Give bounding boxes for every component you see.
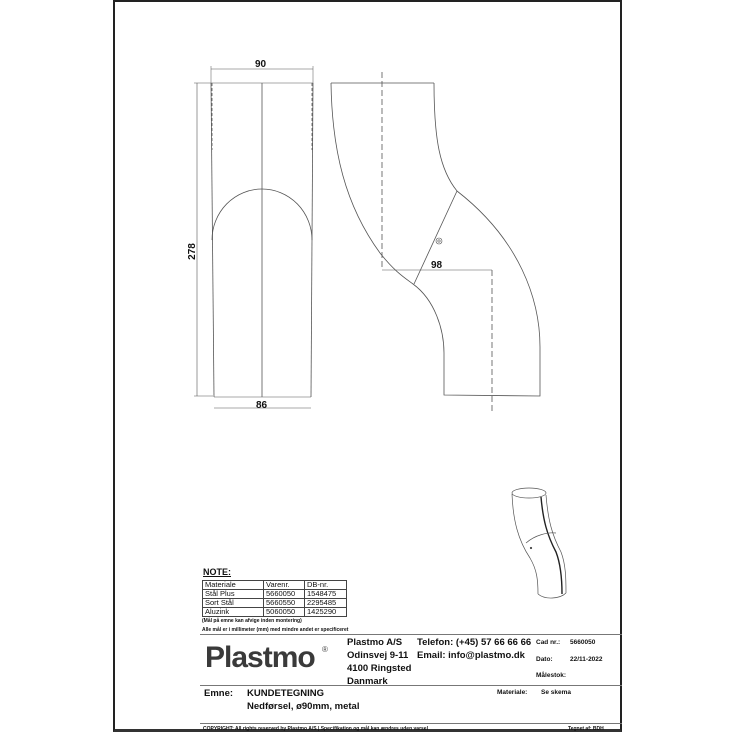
subject-line-2: Nedførsel, ø90mm, metal	[247, 701, 360, 712]
date-value: 22/11-2022	[570, 656, 603, 663]
material-label: Materiale:	[497, 689, 528, 696]
drawn-by: Tegnet af: BDH	[568, 726, 604, 732]
company-country: Danmark	[347, 676, 388, 687]
note-remark-1: (Mål på emne kan afvige inden montering)	[202, 618, 302, 624]
title-block-footer-line	[200, 723, 622, 724]
company-email: Email: info@plastmo.dk	[417, 650, 525, 661]
table-row: Stål Plus 5660050 1548475	[202, 589, 347, 599]
drawing-frame	[113, 0, 622, 732]
side-view	[330, 72, 541, 412]
title-block-top-line	[200, 634, 622, 635]
company-name: Plastmo A/S	[347, 637, 403, 648]
dim-label-86: 86	[256, 400, 268, 411]
table-cell: 5060050	[263, 607, 305, 617]
material-value: Se skema	[541, 689, 571, 696]
material-table: Materiale Varenr. DB-nr. Stål Plus 56600…	[202, 580, 347, 617]
dim-label-278: 278	[186, 243, 198, 260]
cad-label: Cad nr.:	[536, 639, 561, 646]
front-view	[194, 66, 314, 409]
table-cell: 1425290	[304, 607, 347, 617]
dim-label-98: 98	[431, 260, 443, 271]
copyright-text: COPYRIGHT: All rights reserved by Plastm…	[203, 726, 428, 732]
weld-symbol	[435, 237, 443, 245]
scale-label: Målestok:	[536, 672, 566, 679]
isometric-view	[511, 487, 567, 599]
company-address-2: 4100 Ringsted	[347, 663, 412, 674]
company-address-1: Odinsvej 9-11	[347, 650, 409, 661]
date-label: Dato:	[536, 656, 553, 663]
cad-value: 5660050	[570, 639, 596, 646]
company-phone: Telefon: (+45) 57 66 66 66	[417, 637, 532, 648]
subject-line-1: KUNDETEGNING	[247, 688, 325, 699]
title-block-divider	[200, 685, 622, 686]
note-title: NOTE:	[203, 567, 231, 577]
registered-mark: ®	[322, 645, 328, 654]
table-cell: Aluzink	[202, 607, 264, 617]
note-remark-2: Alle mål er i millimeter (mm) med mindre…	[202, 627, 349, 633]
subject-label: Emne:	[204, 688, 234, 699]
front-left-edge	[210, 82, 215, 398]
table-row: Aluzink 5060050 1425290	[202, 607, 347, 617]
plastmo-logo: Plastmo	[205, 641, 316, 674]
dim-label-90: 90	[255, 59, 267, 70]
front-bend-arc	[211, 188, 313, 241]
